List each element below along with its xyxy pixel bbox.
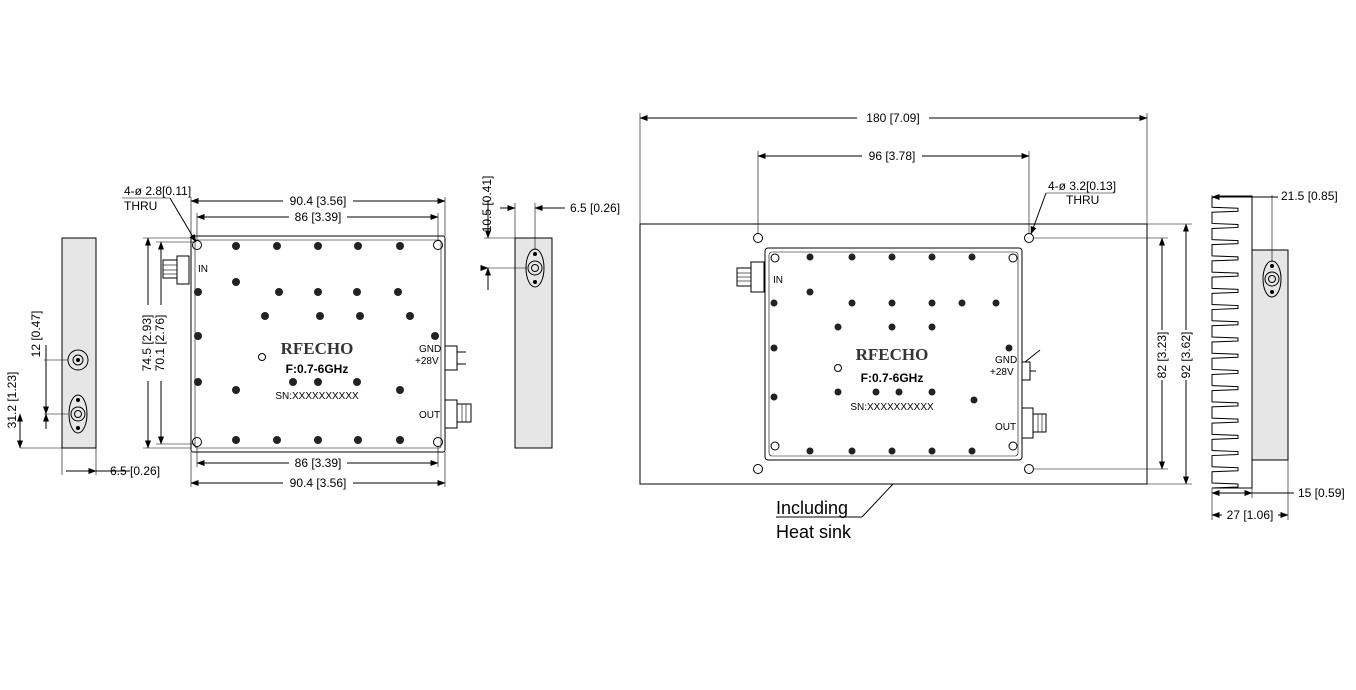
v-label: +28V: [415, 356, 439, 367]
dim-plate-width: 180 [7.09]: [866, 111, 919, 125]
in-label: IN: [198, 264, 208, 275]
dim-hole-height: 82 [3.23]: [1155, 332, 1169, 379]
power-terminal-icon: [444, 345, 466, 371]
dim-top-outer: 90.4 [3.56]: [290, 194, 347, 208]
left-side-view: 12 [0.47] 31.2 [1.23] 6.5 [0.26]: [5, 237, 160, 478]
dim-bottom-inner: 86 [3.39]: [295, 456, 342, 470]
dim-side-thickness: 6.5 [0.26]: [110, 464, 160, 478]
dim-heatsink-depth: 15 [0.59]: [1298, 486, 1345, 500]
brand-logo-text: RFECHO: [856, 345, 929, 364]
serial-text: SN:XXXXXXXXXX: [275, 391, 359, 402]
left-front-view: IN GND +28V OUT RFECHO F:0.7-6GHz SN:XXX…: [122, 184, 472, 490]
v-label: +28V: [990, 367, 1014, 378]
hole-note-thru: THRU: [124, 199, 157, 213]
dim-height-inner: 70.1 [2.76]: [153, 315, 167, 372]
hole-note: 4-ø 3.2[0.13]: [1048, 179, 1116, 193]
brand-logo-text: RFECHO: [281, 339, 354, 358]
dim-connector-height: 31.2 [1.23]: [5, 372, 19, 429]
dim-connector-spacing: 12 [0.47]: [29, 311, 43, 358]
out-connector-icon: [444, 399, 472, 429]
out-connector-icon: [1021, 407, 1047, 439]
gnd-label: GND: [995, 355, 1017, 366]
serial-text: SN:XXXXXXXXXX: [850, 402, 934, 413]
in-label: IN: [773, 275, 783, 286]
in-connector-icon: [162, 255, 190, 285]
frequency-text: F:0.7-6GHz: [861, 371, 924, 385]
hole-note: 4-ø 2.8[0.11]: [124, 184, 191, 198]
dim-connector-offset: 6.5 [0.26]: [570, 201, 620, 215]
out-label: OUT: [419, 410, 440, 421]
gnd-label: GND: [419, 344, 441, 355]
sma-flange-connector-icon: [68, 394, 88, 434]
in-connector-icon: [736, 261, 765, 293]
dim-hole-spacing: 96 [3.78]: [869, 149, 916, 163]
heatsink-note-line1: Including: [776, 498, 848, 518]
heatsink-side-view: 21.5 [0.85] 15 [0.59] 27 [1.06]: [1211, 189, 1345, 522]
dim-top-inner: 86 [3.39]: [295, 210, 342, 224]
screw-pattern: [194, 242, 439, 444]
power-terminal-icon: [1021, 349, 1041, 381]
left-right-side-view: 10.5 [0.41] 6.5 [0.26]: [480, 176, 620, 449]
dim-connector-top: 10.5 [0.41]: [480, 176, 494, 233]
screw-pattern: [770, 253, 1013, 455]
out-label: OUT: [995, 422, 1016, 433]
hole-note-thru: THRU: [1066, 193, 1099, 207]
frequency-text: F:0.7-6GHz: [286, 362, 349, 376]
dim-heatsink-connector: 21.5 [0.85]: [1281, 189, 1338, 203]
dim-height-outer: 74.5 [2.93]: [140, 315, 154, 372]
dim-bottom-outer: 90.4 [3.56]: [290, 476, 347, 490]
right-heatsink-plate-view: IN GND +28V OUT RFECHO F:0.7-6GHz SN:XXX…: [639, 111, 1193, 542]
dim-plate-height: 92 [3.62]: [1179, 332, 1193, 379]
dim-heatsink-total: 27 [1.06]: [1227, 508, 1274, 522]
heatsink-note-line2: Heat sink: [776, 522, 852, 542]
